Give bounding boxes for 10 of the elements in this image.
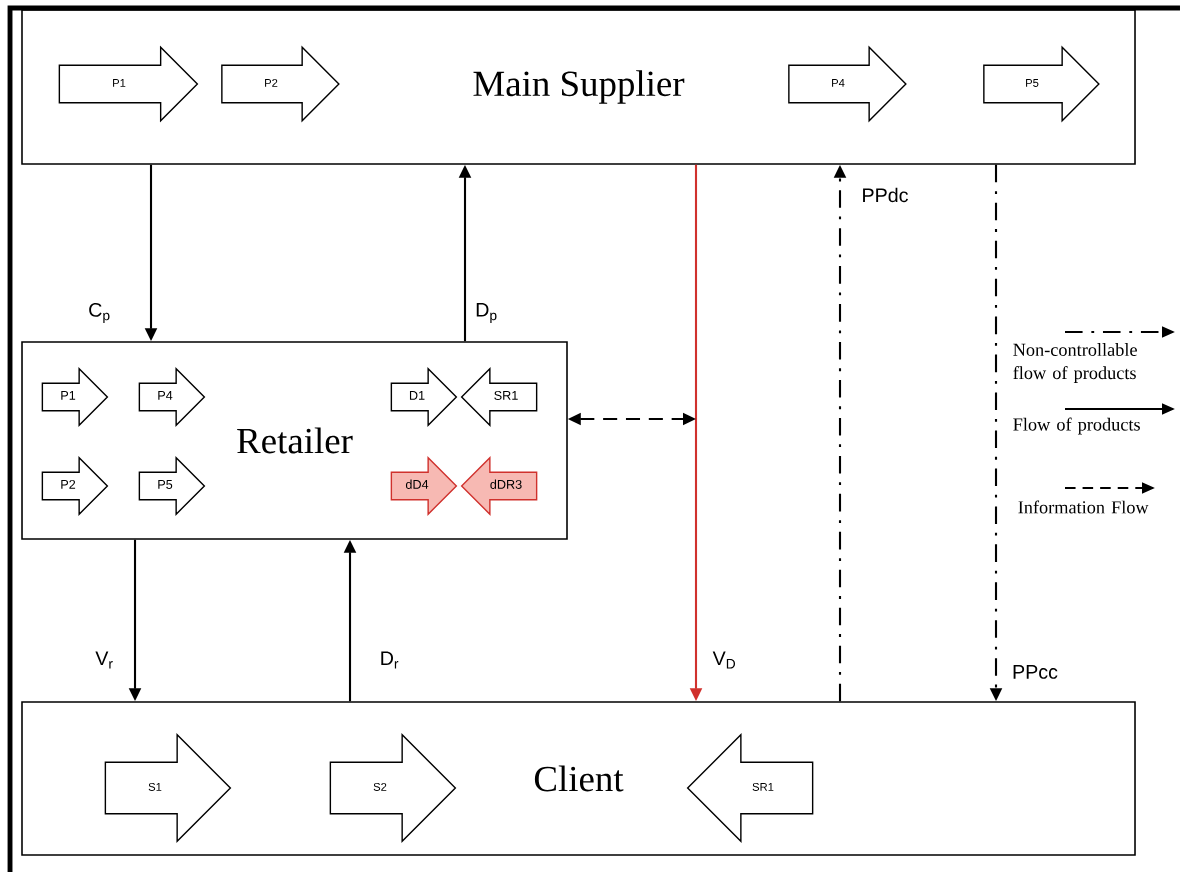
edge-label: D$_{p}$	[471, 299, 503, 327]
legend-text: Information Flow	[1018, 500, 1149, 514]
edge-label: PPcc	[1008, 661, 1062, 683]
edge-label: V$_{D}$	[709, 647, 741, 673]
edge-label: V$_{r}$	[91, 647, 119, 673]
legend-text: Flow of products	[1013, 417, 1140, 435]
edge-label: PPdc	[857, 184, 913, 206]
legend-text: Non-controllable flow of products	[1013, 343, 1137, 383]
edge-label: D$_{r}$	[376, 647, 404, 673]
edge-label: C$_{p}$	[84, 299, 116, 327]
